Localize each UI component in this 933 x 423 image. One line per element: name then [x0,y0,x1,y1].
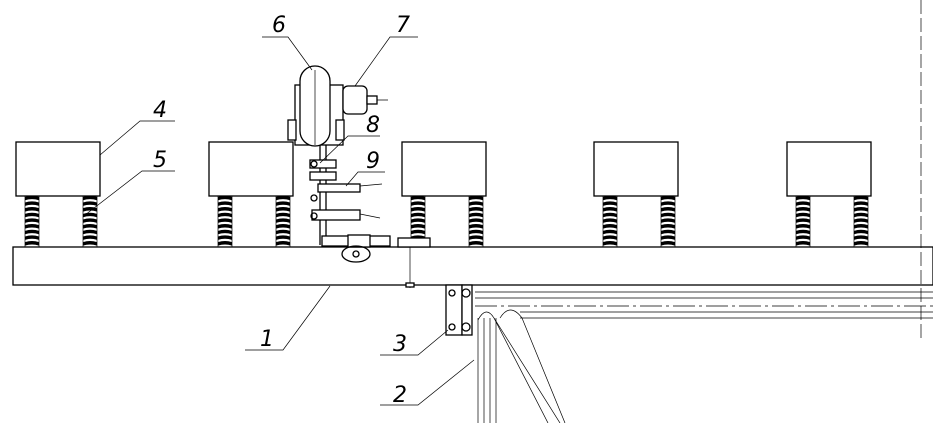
spring [82,195,98,247]
platform-block-3 [401,141,487,197]
spring [217,195,233,247]
spring [660,195,676,247]
spring [275,195,291,247]
mounting-bracket [445,284,473,336]
platform-block-2 [208,141,294,197]
base-beam [12,246,933,286]
support-frame [475,291,933,423]
spring [795,195,811,247]
callout-7: 7 [396,13,410,38]
platform-blocks [15,141,872,197]
spring [24,195,40,247]
callout-4: 4 [153,98,167,123]
callout-labels: 1 2 3 4 5 6 7 8 9 [153,13,410,408]
spring [853,195,869,247]
callout-9: 9 [366,149,380,174]
platform-block-5 [786,141,872,197]
springs [24,195,869,247]
spring [602,195,618,247]
platform-block-1 [15,141,101,197]
leader-lines [84,36,475,406]
callout-8: 8 [366,113,380,138]
callout-5: 5 [153,148,167,173]
callout-1: 1 [260,327,274,352]
callout-6: 6 [272,13,286,38]
callout-3: 3 [393,332,407,357]
spring [468,195,484,247]
vibrator-motor [287,65,388,147]
sensor-assembly [309,145,431,288]
callout-2: 2 [393,383,407,408]
platform-block-4 [593,141,679,197]
